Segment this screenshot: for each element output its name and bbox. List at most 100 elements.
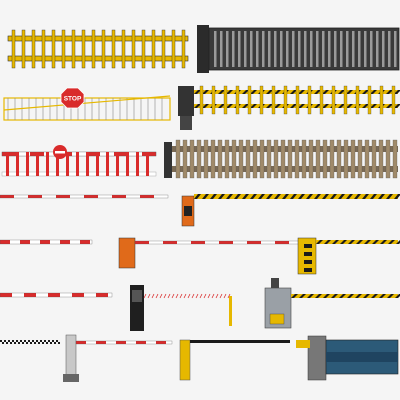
hazard-stripe	[290, 104, 297, 108]
red-white-boom-arm-short	[0, 292, 113, 298]
fence-slat	[271, 85, 276, 115]
wood-slat	[357, 139, 363, 179]
hazard-stripe	[250, 104, 257, 108]
hazard-stripe	[386, 104, 393, 108]
fence-slat	[223, 85, 228, 115]
hazard-stripe	[315, 294, 322, 298]
check	[40, 340, 42, 342]
fence-slat	[26, 152, 29, 176]
fence-slat	[181, 29, 186, 69]
check	[28, 340, 30, 342]
fence-slat	[259, 85, 264, 115]
hazard-stripe	[394, 194, 400, 199]
zigzag	[171, 293, 175, 299]
fence-slat	[391, 85, 396, 115]
panel-bar	[310, 31, 313, 67]
wood-slat	[294, 139, 300, 179]
fence-slat	[46, 152, 49, 176]
boom-stripe	[0, 293, 12, 297]
check	[38, 342, 40, 344]
wood-slat	[210, 139, 216, 179]
panel-bar	[280, 31, 283, 67]
hazard-stripe	[250, 194, 257, 199]
boom-stripe	[76, 341, 86, 344]
wood-slat	[252, 139, 258, 179]
hazard-stripe	[194, 90, 201, 94]
fence-slat	[319, 85, 324, 115]
wood-slat	[231, 139, 237, 179]
hazard-stripe	[370, 104, 377, 108]
boom-stripe	[146, 341, 156, 344]
fence-slat	[295, 85, 300, 115]
check	[20, 340, 22, 342]
wood-slat	[315, 139, 321, 179]
fence-slat	[136, 152, 139, 176]
wood-slat	[266, 139, 272, 179]
wood-slat	[350, 139, 356, 179]
fence-slat	[91, 29, 96, 69]
hazard-stripe	[194, 194, 201, 199]
fence-slat	[76, 152, 79, 176]
fence-slat	[61, 29, 66, 69]
boom-stripe	[166, 341, 172, 344]
boom-stripe	[108, 293, 112, 297]
panel-bar	[232, 31, 235, 67]
hazard-stripe	[226, 194, 233, 199]
hazard-stripe	[290, 194, 297, 199]
panel-bar	[268, 31, 271, 67]
panel-bar	[262, 31, 265, 67]
panel-bar	[286, 31, 289, 67]
fence-slat	[367, 85, 372, 115]
wooden-slat-fence-gate	[164, 139, 398, 179]
hazard-stripe	[330, 194, 337, 199]
fence-slat	[355, 85, 360, 115]
fence-slat	[11, 29, 16, 69]
cabinet-stripe	[304, 252, 312, 256]
boom-stripe	[233, 241, 247, 244]
hazard-stripe	[379, 294, 386, 298]
gray-post-red-white-boom	[63, 334, 173, 382]
hazard-stripe	[396, 240, 400, 244]
fence-slat	[81, 29, 86, 69]
hazard-stripe	[202, 194, 209, 199]
fence-slat	[283, 85, 288, 115]
zigzag	[155, 293, 159, 299]
gray-cabinet-yellow-black-boom	[264, 278, 400, 329]
wood-slat	[224, 139, 230, 179]
wood-slat	[280, 139, 286, 179]
boom-stripe	[96, 341, 106, 344]
fence-slat	[21, 29, 26, 69]
check	[0, 340, 2, 342]
check	[58, 342, 60, 344]
boom-stripe	[86, 341, 96, 344]
check	[50, 342, 52, 344]
boom-stripe	[30, 240, 40, 244]
wood-slat	[273, 139, 279, 179]
boom-stripe	[0, 240, 10, 244]
hazard-stripe	[332, 240, 339, 244]
boom-stripe	[14, 195, 28, 198]
boom-stripe	[149, 241, 163, 244]
hazard-stripe	[387, 294, 394, 298]
zigzag	[183, 293, 187, 299]
boom-stripe	[136, 341, 146, 344]
wood-slat	[217, 139, 223, 179]
hazard-stripe	[322, 194, 329, 199]
check	[2, 342, 4, 344]
fence-slat	[146, 152, 149, 176]
zigzag	[151, 293, 155, 299]
panel-bar	[394, 31, 397, 67]
boom-stripe	[44, 152, 58, 156]
fence-slat	[235, 85, 240, 115]
check	[46, 342, 48, 344]
wood-slat	[245, 139, 251, 179]
check	[30, 342, 32, 344]
check	[42, 342, 44, 344]
hazard-stripe	[323, 294, 330, 298]
hazard-stripe	[346, 90, 353, 94]
panel-bar	[316, 31, 319, 67]
hazard-stripe	[338, 194, 345, 199]
panel-bar	[322, 31, 325, 67]
boom-stripe	[126, 195, 140, 198]
